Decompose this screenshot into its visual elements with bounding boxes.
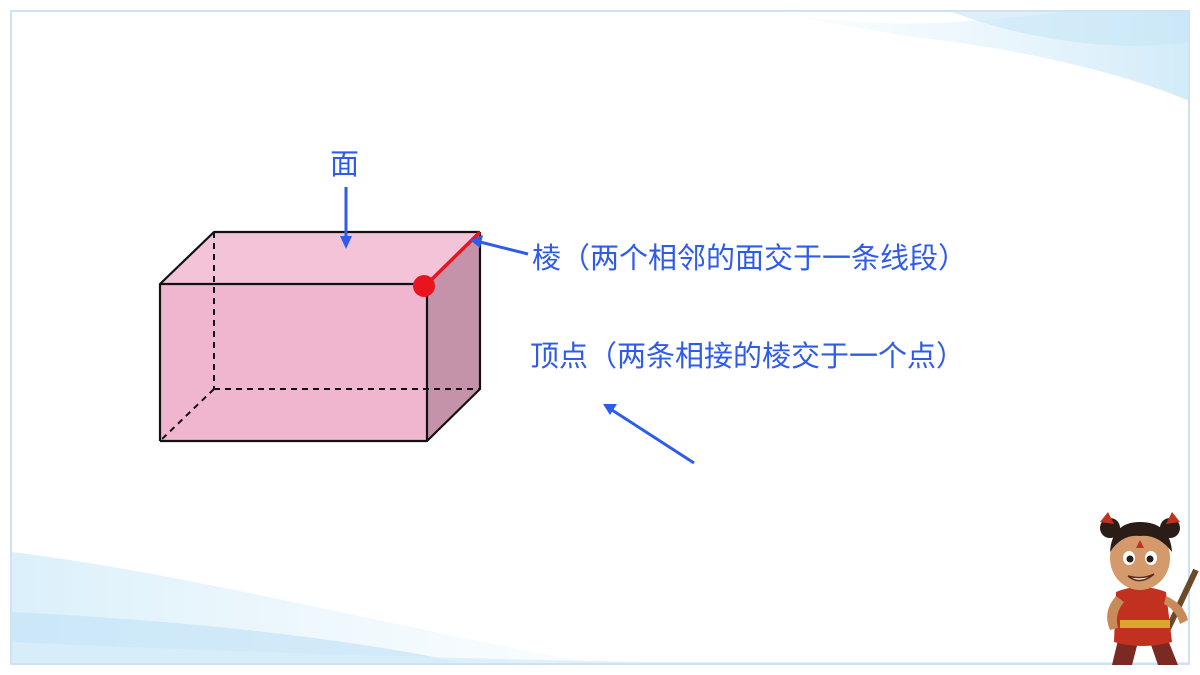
cuboid-right-face [427, 232, 480, 441]
cuboid-front-face [160, 284, 427, 441]
cuboid-top-face [160, 232, 480, 284]
background-decoration [12, 12, 1188, 663]
vertex-arrow [611, 408, 695, 465]
cuboid-hidden-edges [159, 232, 480, 442]
edge-arrow [479, 240, 529, 256]
highlighted-vertex [413, 275, 435, 297]
cartoon-character-illustration [1100, 512, 1199, 665]
pointer-arrows [340, 187, 695, 465]
vertex-label: 顶点（两条相接的棱交于一个点） [530, 339, 966, 373]
face-label: 面 [330, 147, 360, 181]
edge-label: 棱（两个相邻的面交于一条线段） [532, 241, 968, 275]
